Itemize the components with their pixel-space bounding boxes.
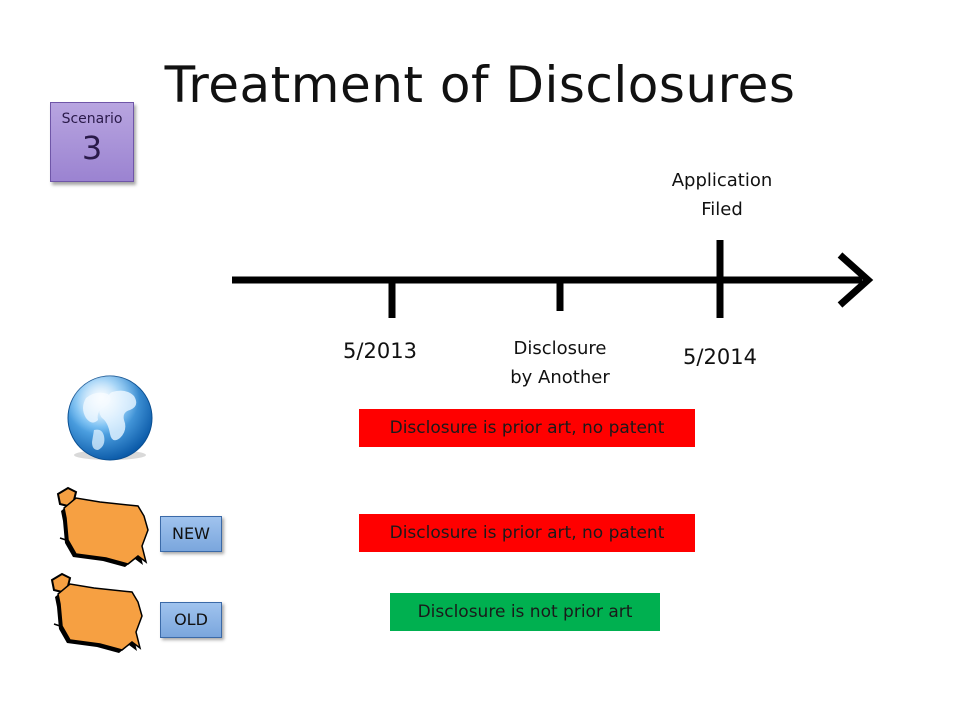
us-map-icon-old: [50, 572, 143, 653]
old-law-tag: OLD: [160, 602, 222, 638]
result-us-old: Disclosure is not prior art: [390, 593, 660, 631]
result-world: Disclosure is prior art, no patent: [359, 409, 695, 447]
new-law-tag: NEW: [160, 516, 222, 552]
application-label-line1: Application: [671, 170, 773, 191]
application-label-line2: Filed: [701, 199, 743, 220]
globe-icon: [67, 375, 153, 461]
result-us-new: Disclosure is prior art, no patent: [359, 514, 695, 552]
timeline: [232, 240, 874, 318]
date-start-label: 5/2013: [343, 339, 417, 363]
disclosure-label: Disclosure by Another: [480, 334, 640, 392]
disclosure-label-line2: by Another: [510, 367, 610, 388]
disclosure-label-line1: Disclosure: [513, 338, 607, 359]
slide-title: Treatment of Disclosures: [164, 56, 796, 114]
date-end-label: 5/2014: [683, 345, 757, 369]
us-map-icon-new: [56, 486, 149, 567]
scenario-number: 3: [81, 129, 103, 167]
scenario-badge: Scenario 3: [50, 102, 134, 182]
scenario-label: Scenario: [61, 111, 123, 127]
application-filed-label: Application Filed: [642, 166, 802, 224]
timeline-arrowhead: [837, 252, 874, 308]
